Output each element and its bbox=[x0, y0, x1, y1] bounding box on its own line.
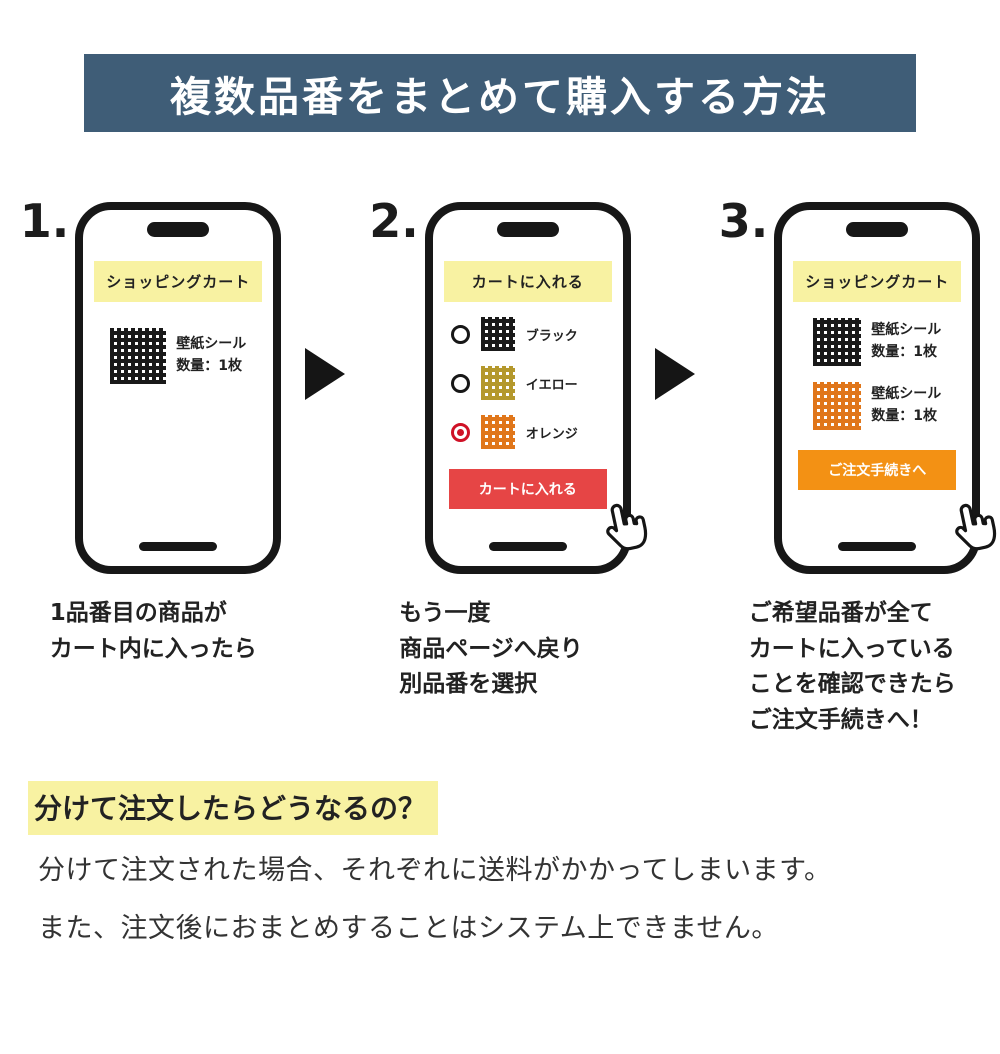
step-3-number: 3. bbox=[718, 194, 769, 248]
color-option-orange[interactable]: オレンジ bbox=[450, 415, 623, 449]
black-grid-swatch bbox=[480, 317, 515, 351]
hand-cursor-icon bbox=[589, 495, 659, 568]
cart-item: 壁紙シール 数量：1枚 bbox=[782, 318, 972, 366]
step-2-number: 2. bbox=[369, 194, 419, 248]
add-to-cart-button[interactable]: カートに入れる bbox=[448, 469, 607, 509]
page-title: 複数品番をまとめて購入する方法 bbox=[170, 73, 830, 121]
color-label: オレンジ bbox=[525, 426, 578, 442]
step-1-number: 1. bbox=[19, 194, 70, 248]
arrow-right-icon bbox=[654, 348, 695, 400]
cart-item: 壁紙シール 数量：1枚 bbox=[782, 382, 972, 430]
phone-notch bbox=[496, 222, 559, 237]
footer-heading: 分けて注文したらどうなるの？ bbox=[28, 780, 439, 835]
color-option-black[interactable]: ブラック bbox=[450, 317, 623, 351]
phone-home-indicator bbox=[838, 542, 917, 551]
footer-section: 分けて注文したらどうなるの？ 分けて注文された場合、それぞれに送料がかかってしま… bbox=[0, 780, 1000, 952]
orange-grid-swatch bbox=[480, 415, 515, 449]
arrow-right-icon bbox=[305, 348, 346, 400]
yellow-grid-swatch bbox=[480, 366, 515, 400]
cart-title-banner: ショッピングカート bbox=[94, 261, 263, 302]
product-name: 壁紙シール bbox=[871, 322, 942, 339]
phone-mockup-1: ショッピングカート 壁紙シール 数量：1枚 bbox=[75, 202, 282, 574]
phone-home-indicator bbox=[139, 542, 218, 551]
hand-cursor-icon bbox=[938, 495, 1000, 568]
cart-item: 壁紙シール 数量：1枚 bbox=[83, 328, 273, 384]
orange-grid-swatch bbox=[813, 382, 862, 430]
color-option-yellow[interactable]: イエロー bbox=[450, 366, 623, 400]
step-1: 1. ショッピングカート 壁紙シール 数量：1枚 1品番目の商品が カート内に入… bbox=[20, 194, 282, 667]
step-3: 3. ショッピングカート 壁紙シール 数量：1枚 壁紙シール 数量：1枚 bbox=[719, 194, 997, 739]
phone-notch bbox=[846, 222, 909, 237]
radio-button[interactable] bbox=[450, 373, 470, 393]
step-2: 2. カートに入れる ブラック イエロー オレンジ bbox=[369, 194, 647, 703]
cart-title-banner: ショッピングカート bbox=[793, 261, 962, 302]
phone-mockup-2: カートに入れる ブラック イエロー オレンジ カートに入れる bbox=[424, 202, 647, 574]
footer-text-line-1: 分けて注文された場合、それぞれに送料がかかってしまいます。 bbox=[38, 854, 832, 886]
add-to-cart-banner: カートに入れる bbox=[443, 261, 612, 302]
radio-button[interactable] bbox=[450, 324, 470, 344]
footer-text-line-2: また、注文後におまとめすることはシステム上できません。 bbox=[38, 913, 779, 945]
step-3-caption: ご希望品番が全て カートに入っている ことを確認できたら ご注文手続きへ！ bbox=[748, 600, 956, 733]
checkout-button[interactable]: ご注文手続きへ bbox=[798, 450, 957, 490]
header-banner: 複数品番をまとめて購入する方法 bbox=[84, 54, 916, 132]
step-1-caption: 1品番目の商品が カート内に入ったら bbox=[49, 600, 257, 662]
phone-notch bbox=[147, 222, 210, 237]
color-label: ブラック bbox=[525, 328, 578, 344]
phone-mockup-3: ショッピングカート 壁紙シール 数量：1枚 壁紙シール 数量：1枚 ご注文手続き bbox=[774, 202, 997, 574]
product-name: 壁紙シール bbox=[176, 336, 247, 353]
phone-home-indicator bbox=[488, 542, 567, 551]
product-quantity: 数量：1枚 bbox=[176, 358, 242, 374]
radio-button-selected[interactable] bbox=[450, 422, 470, 442]
color-label: イエロー bbox=[525, 377, 578, 393]
steps-row: 1. ショッピングカート 壁紙シール 数量：1枚 1品番目の商品が カート内に入… bbox=[0, 194, 1000, 739]
black-grid-swatch bbox=[110, 328, 167, 384]
step-2-caption: もう一度 商品ページへ戻り 別品番を選択 bbox=[399, 600, 583, 698]
product-quantity: 数量：1枚 bbox=[871, 344, 937, 360]
product-name: 壁紙シール bbox=[871, 386, 942, 403]
product-quantity: 数量：1枚 bbox=[871, 408, 937, 424]
black-grid-swatch bbox=[813, 318, 862, 366]
